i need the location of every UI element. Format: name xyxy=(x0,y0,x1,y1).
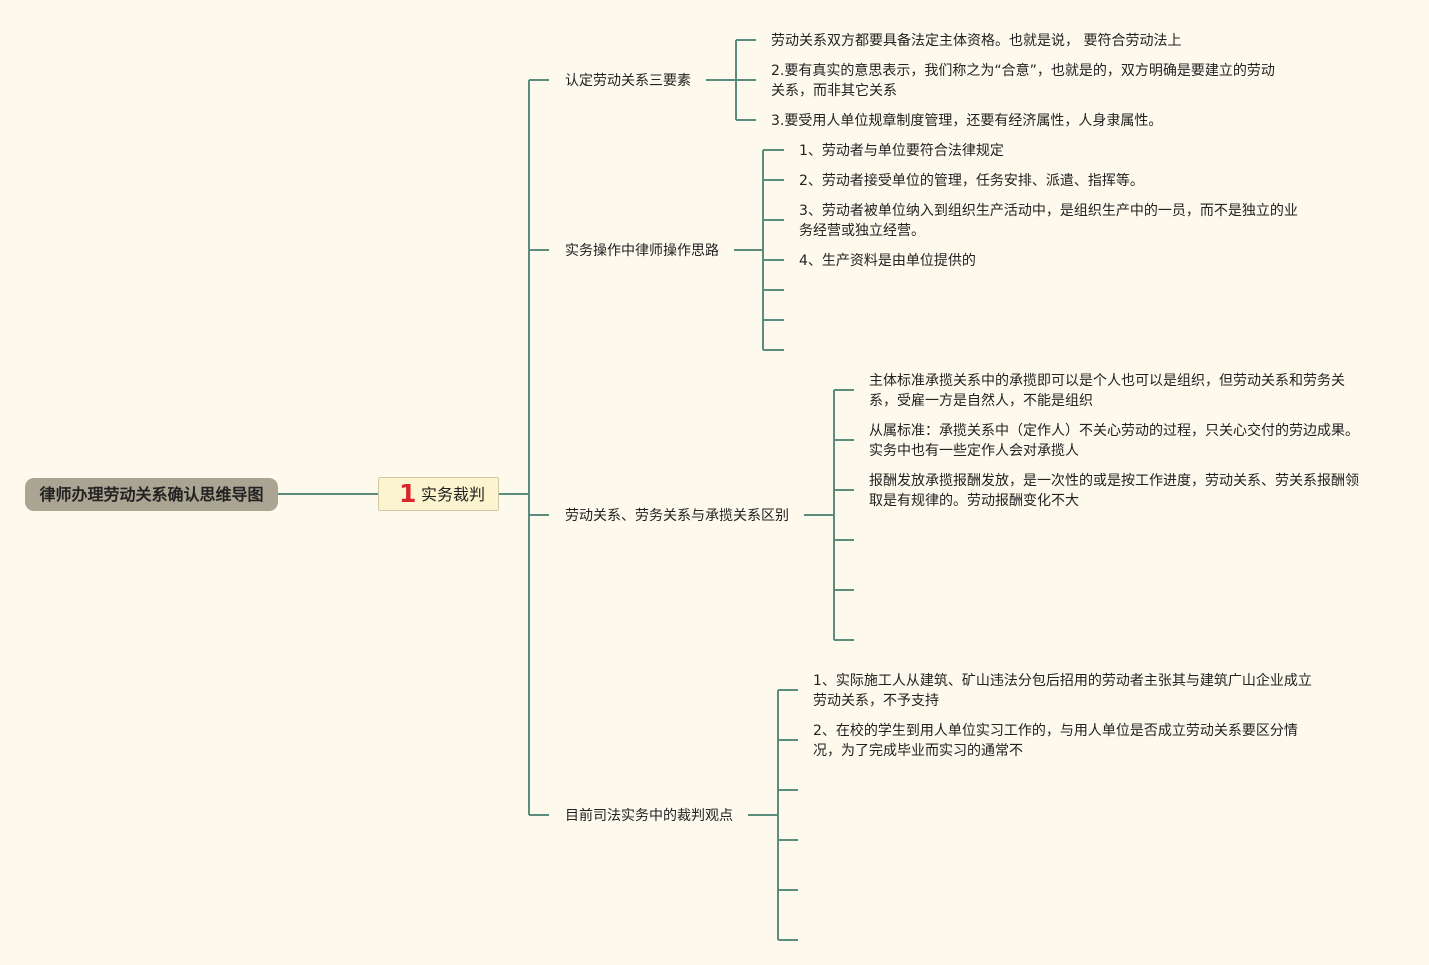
leaf-line: 3、劳动者被单位纳入到组织生产活动中，是组织生产中的一员，而不是独立的业 xyxy=(799,203,1298,219)
leaf-node[interactable]: 主体标准承揽关系中的承揽即可以是个人也可以是组织，但劳动关系和劳务关 系，受雇一… xyxy=(869,371,1345,411)
root-label: 律师办理劳动关系确认思维导图 xyxy=(39,485,264,504)
leaf-line: 劳动关系双方都要具备法定主体资格。也就是说， 要符合劳动法上 xyxy=(771,33,1182,49)
topic-node[interactable]: 目前司法实务中的裁判观点 xyxy=(565,806,733,826)
leaf-node[interactable]: 劳动关系双方都要具备法定主体资格。也就是说， 要符合劳动法上 xyxy=(771,31,1181,51)
leaf-line: 从属标准：承揽关系中（定作人）不关心劳动的过程，只关心交付的劳边成果。 xyxy=(869,423,1359,439)
leaf-line: 实务中也有一些定作人会对承揽人 xyxy=(869,443,1079,459)
topic-label: 劳动关系、劳务关系与承揽关系区别 xyxy=(565,508,789,524)
leaf-line: 主体标准承揽关系中的承揽即可以是个人也可以是组织，但劳动关系和劳务关 xyxy=(869,373,1345,389)
leaf-node[interactable]: 报酬发放承揽报酬发放，是一次性的或是按工作进度，劳动关系、劳关系报酬领 取是有规… xyxy=(869,471,1359,511)
leaf-node[interactable]: 从属标准：承揽关系中（定作人）不关心劳动的过程，只关心交付的劳边成果。 实务中也… xyxy=(869,421,1359,461)
leaf-node[interactable]: 1、劳动者与单位要符合法律规定 xyxy=(799,141,1004,161)
leaf-line: 2.要有真实的意思表示，我们称之为“合意”，也就是的，双方明确是要建立的劳动 xyxy=(771,63,1275,79)
leaf-node[interactable]: 2、劳动者接受单位的管理，任务安排、派遣、指挥等。 xyxy=(799,171,1144,191)
leaf-line: 2、在校的学生到用人单位实习工作的，与用人单位是否成立劳动关系要区分情 xyxy=(813,723,1298,739)
branch-number-badge: 1 xyxy=(399,479,417,508)
leaf-line: 取是有规律的。劳动报酬变化不大 xyxy=(869,493,1079,509)
leaf-node[interactable]: 2、在校的学生到用人单位实习工作的，与用人单位是否成立劳动关系要区分情 况，为了… xyxy=(813,721,1298,761)
topic-label: 认定劳动关系三要素 xyxy=(565,73,691,89)
topic-node[interactable]: 认定劳动关系三要素 xyxy=(565,71,691,91)
topic-label: 目前司法实务中的裁判观点 xyxy=(565,808,733,824)
leaf-line: 关系，而非其它关系 xyxy=(771,83,897,99)
leaf-node[interactable]: 3.要受用人单位规章制度管理，还要有经济属性，人身隶属性。 xyxy=(771,111,1162,131)
branch-label: 实务裁判 xyxy=(421,485,486,504)
leaf-line: 况，为了完成毕业而实习的通常不 xyxy=(813,743,1023,759)
topic-node[interactable]: 劳动关系、劳务关系与承揽关系区别 xyxy=(565,506,789,526)
leaf-node[interactable]: 3、劳动者被单位纳入到组织生产活动中，是组织生产中的一员，而不是独立的业 务经营… xyxy=(799,201,1298,241)
leaf-line: 劳动关系，不予支持 xyxy=(813,693,939,709)
leaf-node[interactable]: 2.要有真实的意思表示，我们称之为“合意”，也就是的，双方明确是要建立的劳动 关… xyxy=(771,61,1275,101)
branch-node[interactable]: 1 实务裁判 xyxy=(378,477,499,511)
topic-node[interactable]: 实务操作中律师操作思路 xyxy=(565,241,719,261)
leaf-line: 1、实际施工人从建筑、矿山违法分包后招用的劳动者主张其与建筑广山企业成立 xyxy=(813,673,1312,689)
leaf-line: 报酬发放承揽报酬发放，是一次性的或是按工作进度，劳动关系、劳关系报酬领 xyxy=(869,473,1359,489)
leaf-line: 2、劳动者接受单位的管理，任务安排、派遣、指挥等。 xyxy=(799,173,1144,189)
root-node[interactable]: 律师办理劳动关系确认思维导图 xyxy=(25,478,278,511)
leaf-line: 1、劳动者与单位要符合法律规定 xyxy=(799,143,1004,159)
leaf-line: 系，受雇一方是自然人，不能是组织 xyxy=(869,393,1093,409)
leaf-line: 务经营或独立经营。 xyxy=(799,223,925,239)
leaf-node[interactable]: 1、实际施工人从建筑、矿山违法分包后招用的劳动者主张其与建筑广山企业成立 劳动关… xyxy=(813,671,1312,711)
leaf-line: 3.要受用人单位规章制度管理，还要有经济属性，人身隶属性。 xyxy=(771,113,1163,129)
topic-label: 实务操作中律师操作思路 xyxy=(565,243,719,259)
leaf-line: 4、生产资料是由单位提供的 xyxy=(799,253,976,269)
leaf-node[interactable]: 4、生产资料是由单位提供的 xyxy=(799,251,976,271)
